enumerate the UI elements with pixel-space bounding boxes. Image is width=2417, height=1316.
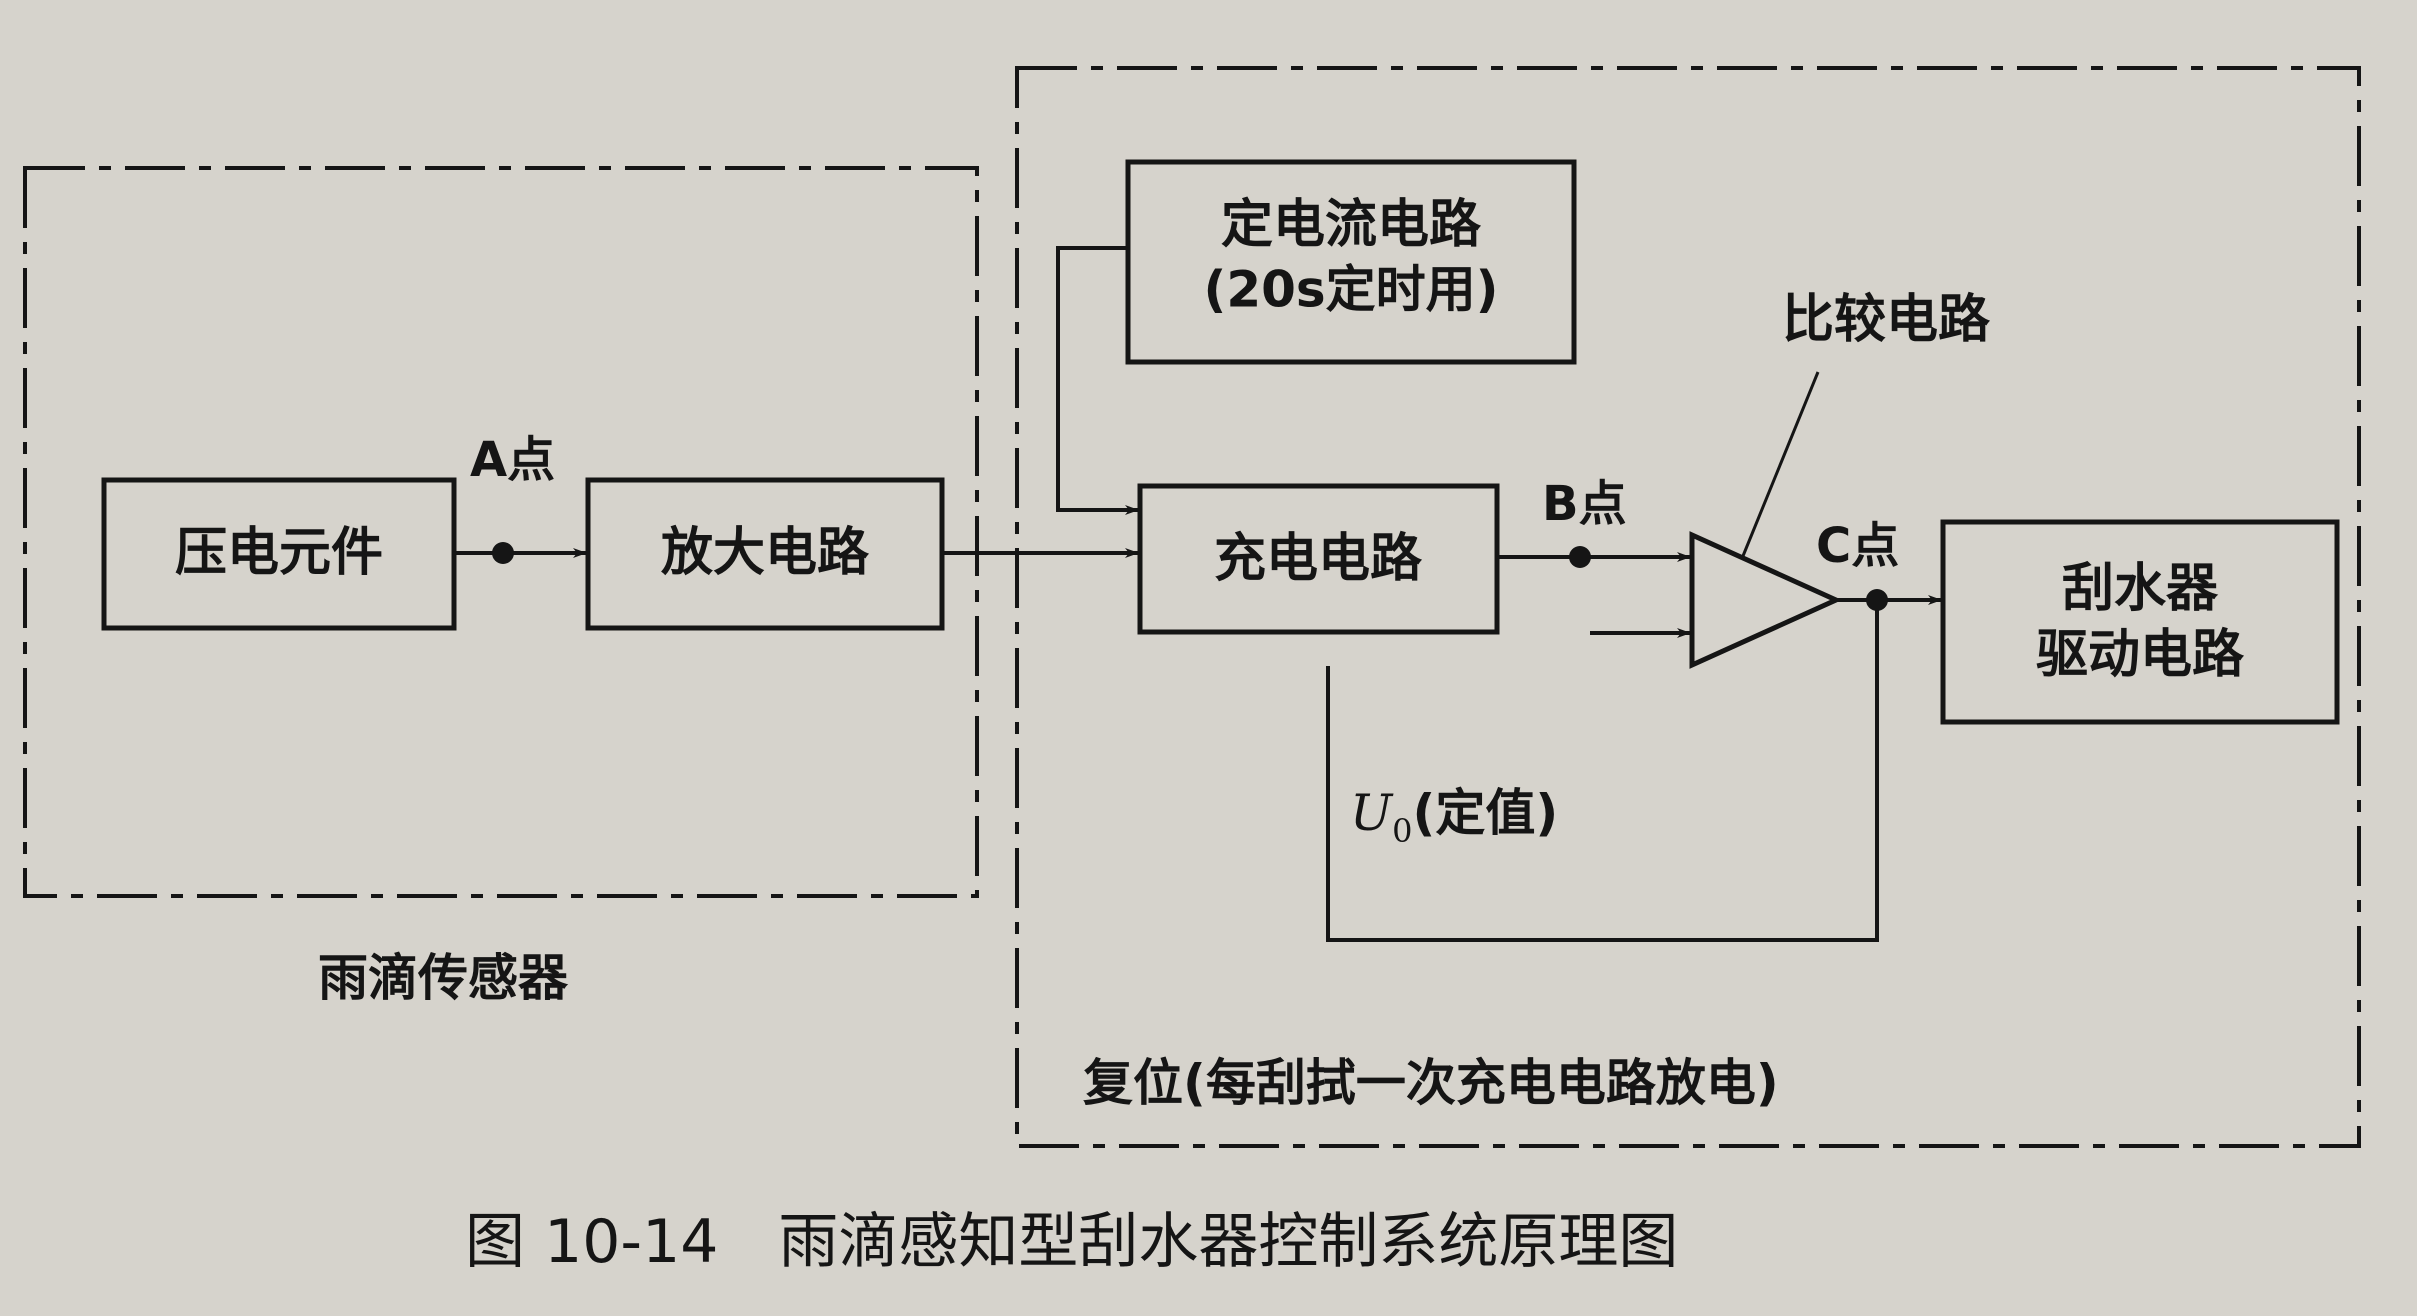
reset-label: 复位(每刮拭一次充电电路放电) (1083, 1054, 1779, 1112)
svg-text:驱动电路: 驱动电路 (2036, 625, 2245, 685)
point-b-dot (1569, 546, 1591, 568)
point-a-dot (492, 542, 514, 564)
comparator-symbol (1689, 531, 1843, 669)
piezo-element-block: 压电元件 (101, 477, 457, 631)
svg-text:(20s定时用): (20s定时用) (1203, 261, 1498, 319)
comparator-label: 比较电路 (1782, 290, 1991, 350)
svg-text:压电元件: 压电元件 (175, 523, 383, 583)
point-b-label: B点 (1542, 476, 1627, 532)
point-a-label: A点 (470, 432, 555, 488)
control-section-boundary (1015, 66, 2361, 1148)
svg-text:放大电路: 放大电路 (661, 523, 870, 583)
figure-caption: 图 10-14 雨滴感知型刮水器控制系统原理图 (465, 1207, 1678, 1277)
raindrop-sensor-boundary (23, 166, 979, 898)
constant-current-block: 定电流电路 (20s定时用) (1125, 159, 1577, 365)
svg-text:定电流电路: 定电流电路 (1221, 195, 1482, 255)
amplifier-block: 放大电路 (585, 477, 945, 631)
raindrop-sensor-label: 雨滴传感器 (318, 949, 569, 1007)
u0-label: U0(定值) (1350, 784, 1558, 850)
svg-text:刮水器: 刮水器 (2062, 559, 2219, 619)
constant-current-to-charging-line (1056, 246, 1139, 515)
point-c-label: C点 (1816, 518, 1899, 574)
comparator-label-leader (1741, 371, 1820, 557)
wiper-driver-block: 刮水器 驱动电路 (1940, 519, 2340, 725)
svg-text:充电电路: 充电电路 (1214, 529, 1423, 589)
reset-feedback-line (1326, 600, 1879, 942)
charging-circuit-block: 充电电路 (1137, 483, 1500, 635)
